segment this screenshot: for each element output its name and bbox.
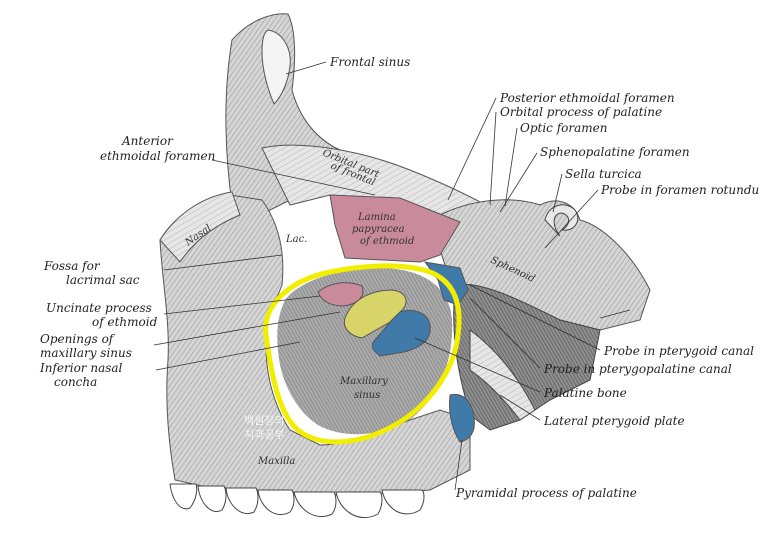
label-probe-pterygoid-canal: Probe in pterygoid canal: [603, 344, 754, 358]
label-fossa-lacrimal-2: lacrimal sac: [66, 273, 140, 287]
inner-label-lac: Lac.: [285, 234, 307, 245]
label-pyramidal-process: Pyramidal process of palatine: [455, 486, 637, 500]
teeth-row: [169, 483, 425, 519]
inner-label-lamina-1: Lamina: [357, 212, 396, 223]
nasal-bone-shape: [159, 191, 241, 263]
label-inferior-concha-2: concha: [54, 375, 97, 389]
inner-label-maxilla: Maxilla: [257, 456, 295, 467]
label-sella-turcica: Sella turcica: [565, 167, 642, 181]
label-inferior-concha-1: Inferior nasal: [39, 361, 123, 375]
label-probe-pterygopalatine-canal: Probe in pterygopalatine canal: [543, 362, 732, 376]
label-probe-foramen-rotundum: Probe in foramen rotundum: [600, 183, 760, 197]
inner-label-lamina-3: of ethmoid: [360, 236, 414, 247]
label-frontal-sinus: Frontal sinus: [329, 55, 410, 69]
inner-label-lamina-2: papyracea: [352, 224, 405, 235]
label-fossa-lacrimal-1: Fossa for: [43, 259, 101, 273]
palatine-bone-blue-pyramidal: [449, 393, 475, 443]
watermark: 백원장의 치과공부: [244, 414, 284, 441]
sella-turcica-shape: [544, 204, 579, 237]
inner-label-maxillary-2: sinus: [354, 390, 380, 401]
label-optic-foramen: Optic foramen: [520, 121, 607, 135]
watermark-line-1: 백원장의: [244, 414, 284, 427]
label-orbital-process-palatine: Orbital process of palatine: [500, 105, 662, 119]
pterygoid-plate-shape: [469, 328, 536, 421]
palatine-bone-yellow: [343, 289, 407, 339]
lamina-papyracea-region: [329, 194, 461, 263]
label-anterior-ethmoidal-foramen-1: Anterior: [121, 134, 174, 148]
uncinate-process-pink: [317, 282, 364, 307]
watermark-line-2: 치과공부: [244, 428, 284, 441]
label-openings-1: Openings of: [40, 332, 116, 346]
label-anterior-ethmoidal-foramen-2: ethmoidal foramen: [100, 149, 215, 163]
maxillary-sinus-highlight: [263, 263, 462, 445]
bone-silhouette: [159, 13, 651, 519]
label-uncinate-2: of ethmoid: [92, 315, 158, 329]
label-palatine-bone: Palatine bone: [543, 386, 627, 400]
label-posterior-ethmoidal-foramen: Posterior ethmoidal foramen: [499, 91, 675, 105]
label-lateral-pterygoid-plate: Lateral pterygoid plate: [543, 414, 685, 428]
leader-lines: [153, 61, 631, 491]
label-uncinate-1: Uncinate process: [46, 301, 152, 315]
frontal-sinus-shape: [261, 29, 291, 105]
inner-label-maxillary-1: Maxillary: [339, 376, 388, 387]
label-openings-2: maxillary sinus: [40, 346, 132, 360]
external-labels: Frontal sinus Posterior ethmoidal forame…: [39, 55, 760, 500]
palatine-bone-blue: [371, 310, 431, 357]
label-sphenopalatine-foramen: Sphenopalatine foramen: [540, 145, 690, 159]
maxillary-sinus-cavity: [277, 268, 453, 435]
